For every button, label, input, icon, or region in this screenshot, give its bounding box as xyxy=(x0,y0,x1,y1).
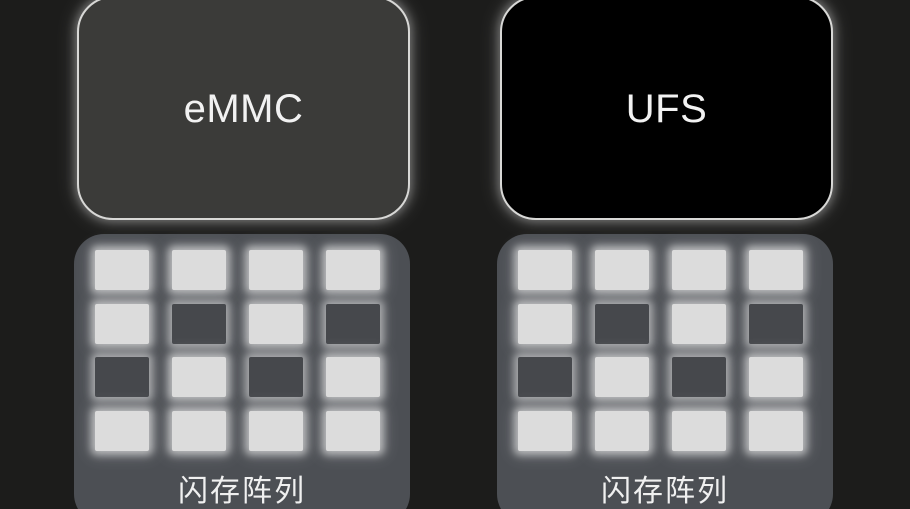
ufs-flash-cell-r4c1 xyxy=(518,411,572,451)
ufs-flash-cell-r3c1 xyxy=(518,357,572,397)
emmc-flash-cell-r3c4 xyxy=(326,357,380,397)
emmc-flash-cell-r3c2 xyxy=(172,357,226,397)
ufs-flash-array: 闪存阵列 xyxy=(497,234,833,509)
ufs-flash-cell-r3c4 xyxy=(749,357,803,397)
emmc-flash-cell-r2c3 xyxy=(249,304,303,344)
emmc-flash-array: 闪存阵列 xyxy=(74,234,410,509)
emmc-flash-cell-r1c3 xyxy=(249,250,303,290)
ufs-flash-cell-r1c4 xyxy=(749,250,803,290)
emmc-flash-cell-r1c4 xyxy=(326,250,380,290)
ufs-flash-cell-r1c3 xyxy=(672,250,726,290)
emmc-controller-block: eMMC xyxy=(77,0,410,220)
emmc-flash-cell-r3c3 xyxy=(249,357,303,397)
emmc-flash-cell-r1c2 xyxy=(172,250,226,290)
ufs-controller-block: UFS xyxy=(500,0,833,220)
emmc-controller-label: eMMC xyxy=(183,86,304,131)
ufs-flash-cell-r3c2 xyxy=(595,357,649,397)
ufs-flash-cell-r2c1 xyxy=(518,304,572,344)
ufs-flash-cell-r4c4 xyxy=(749,411,803,451)
ufs-flash-cell-r1c2 xyxy=(595,250,649,290)
emmc-flash-cell-r4c3 xyxy=(249,411,303,451)
emmc-flash-cell-r2c2 xyxy=(172,304,226,344)
ufs-flash-cell-r3c3 xyxy=(672,357,726,397)
emmc-flash-cell-r2c4 xyxy=(326,304,380,344)
ufs-flash-array-label: 闪存阵列 xyxy=(601,474,729,509)
ufs-flash-cell-r4c2 xyxy=(595,411,649,451)
emmc-flash-cell-r3c1 xyxy=(95,357,149,397)
ufs-flash-cell-r2c4 xyxy=(749,304,803,344)
emmc-flash-cell-r4c2 xyxy=(172,411,226,451)
emmc-flash-cell-r2c1 xyxy=(95,304,149,344)
ufs-controller-label: UFS xyxy=(625,86,708,131)
emmc-flash-cell-r1c1 xyxy=(95,250,149,290)
ufs-flash-cell-r4c3 xyxy=(672,411,726,451)
emmc-flash-array-label: 闪存阵列 xyxy=(178,474,306,509)
ufs-flash-cell-r1c1 xyxy=(518,250,572,290)
emmc-flash-cell-r4c1 xyxy=(95,411,149,451)
ufs-flash-cell-r2c3 xyxy=(672,304,726,344)
ufs-flash-cell-r2c2 xyxy=(595,304,649,344)
emmc-flash-cell-r4c4 xyxy=(326,411,380,451)
